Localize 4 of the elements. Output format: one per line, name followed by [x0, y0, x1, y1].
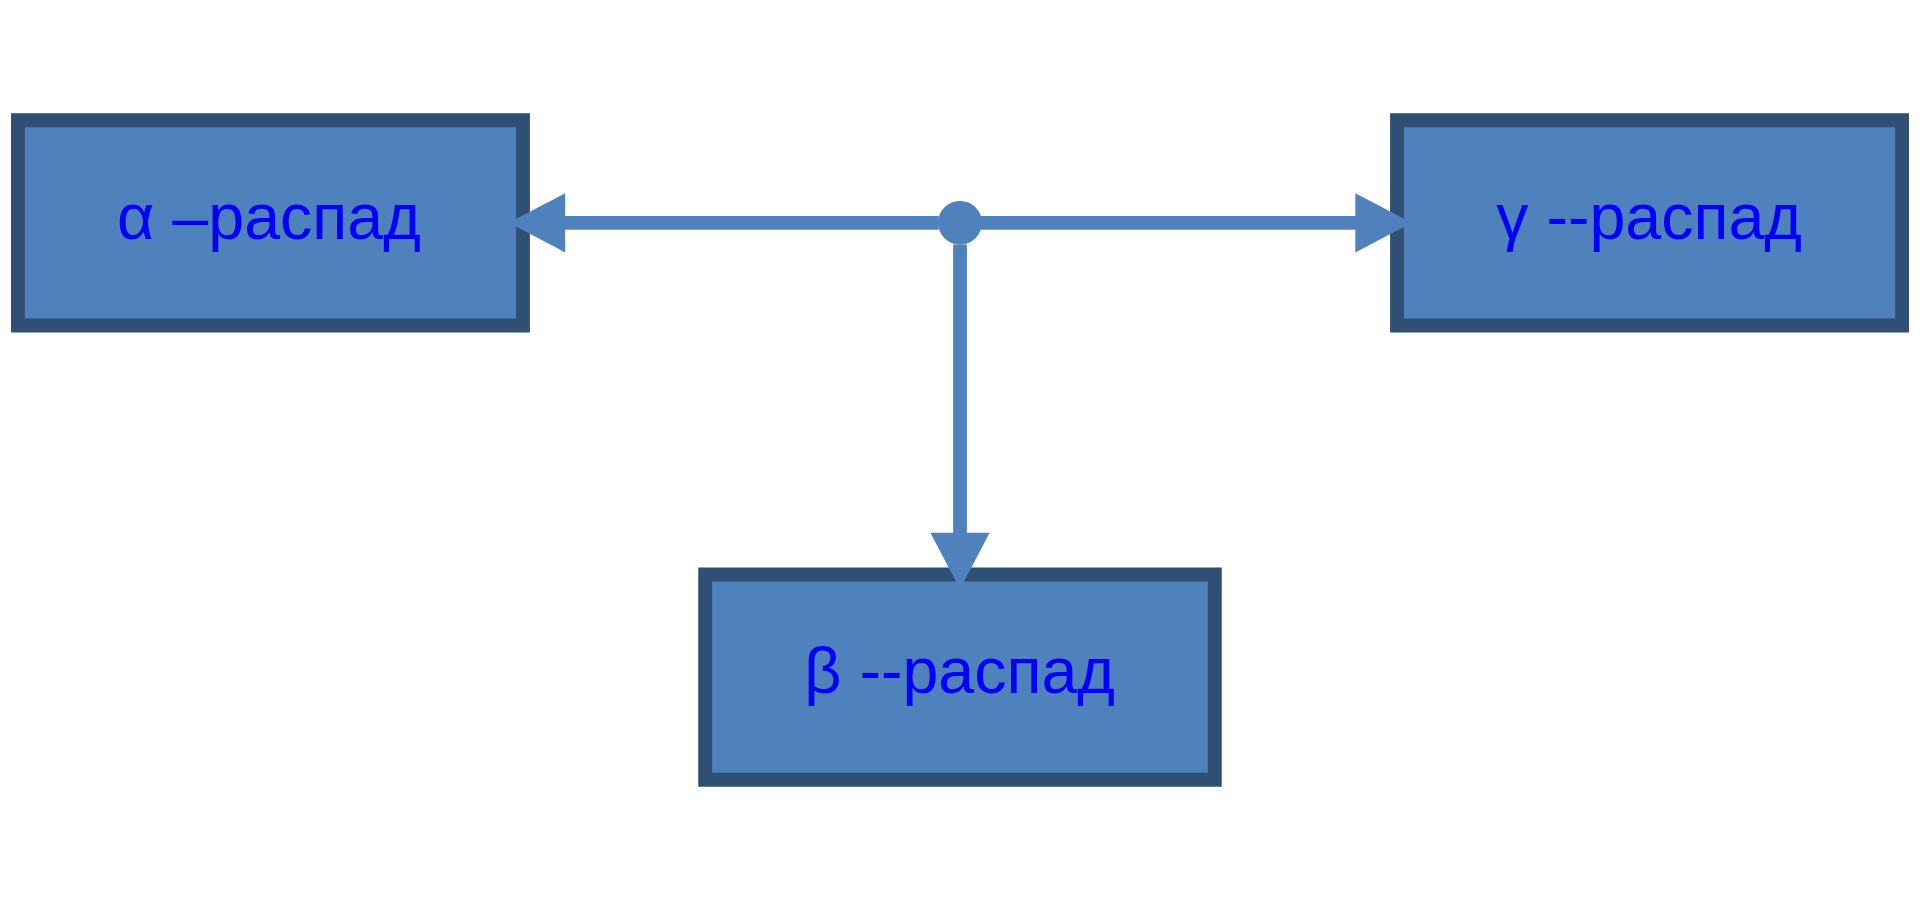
node-circle — [938, 200, 982, 245]
node-box: γ --распад — [1390, 113, 1909, 333]
node-box: β --распад — [698, 567, 1222, 787]
node-box: α –распад — [11, 113, 530, 333]
